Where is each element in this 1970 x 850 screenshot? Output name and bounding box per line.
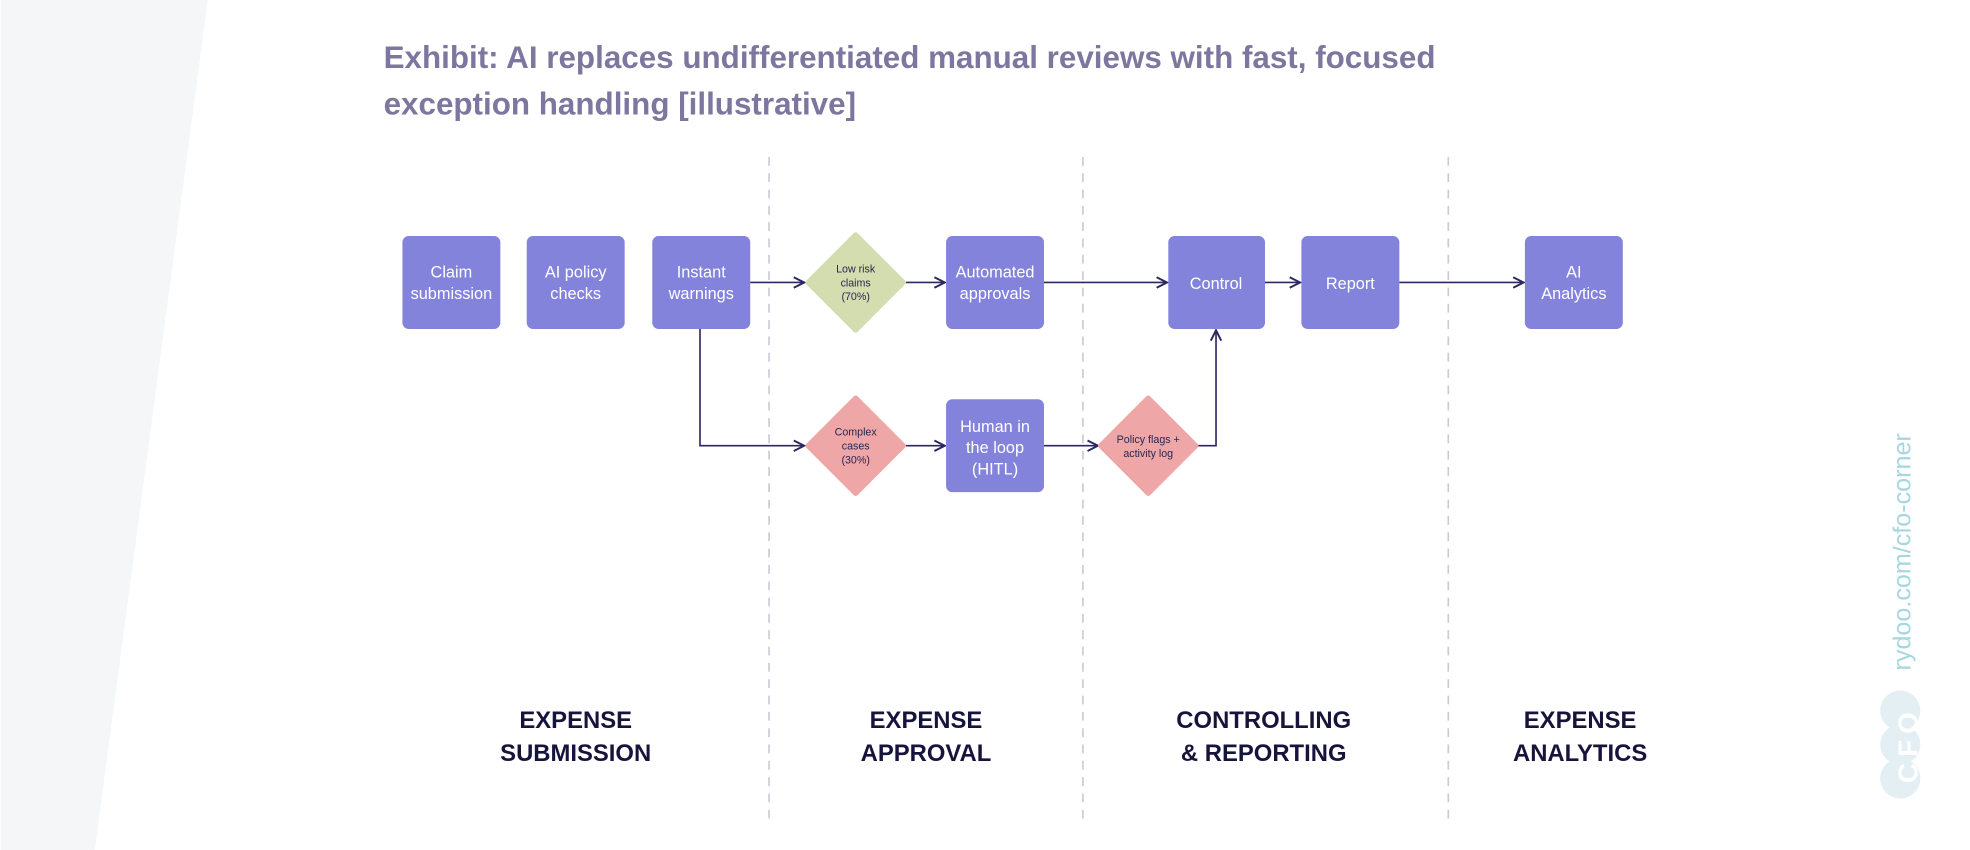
background-wedge — [0, 0, 208, 850]
svg-text:CFO: CFO — [1893, 706, 1924, 783]
page-title: Exhibit: AI replaces undifferentiated ma… — [384, 40, 1445, 121]
phase-label-controlling: CONTROLLING& REPORTING — [1176, 707, 1351, 767]
arrow-policyflags-to-control — [1197, 330, 1216, 447]
cfo-logo: CFO — [1880, 690, 1924, 799]
arrow-warnings-to-complex — [699, 328, 804, 446]
svg-text:Policy flags +activity log: Policy flags +activity log — [1117, 434, 1180, 460]
node-control: Control — [1168, 236, 1265, 329]
watermark-url: rydoo.com/cfo-corner — [1888, 433, 1916, 670]
decision-policy-flags: Policy flags +activity log — [1097, 395, 1199, 496]
svg-text:Report: Report — [1326, 275, 1375, 293]
node-report: Report — [1301, 236, 1400, 329]
svg-text:Control: Control — [1190, 275, 1243, 293]
